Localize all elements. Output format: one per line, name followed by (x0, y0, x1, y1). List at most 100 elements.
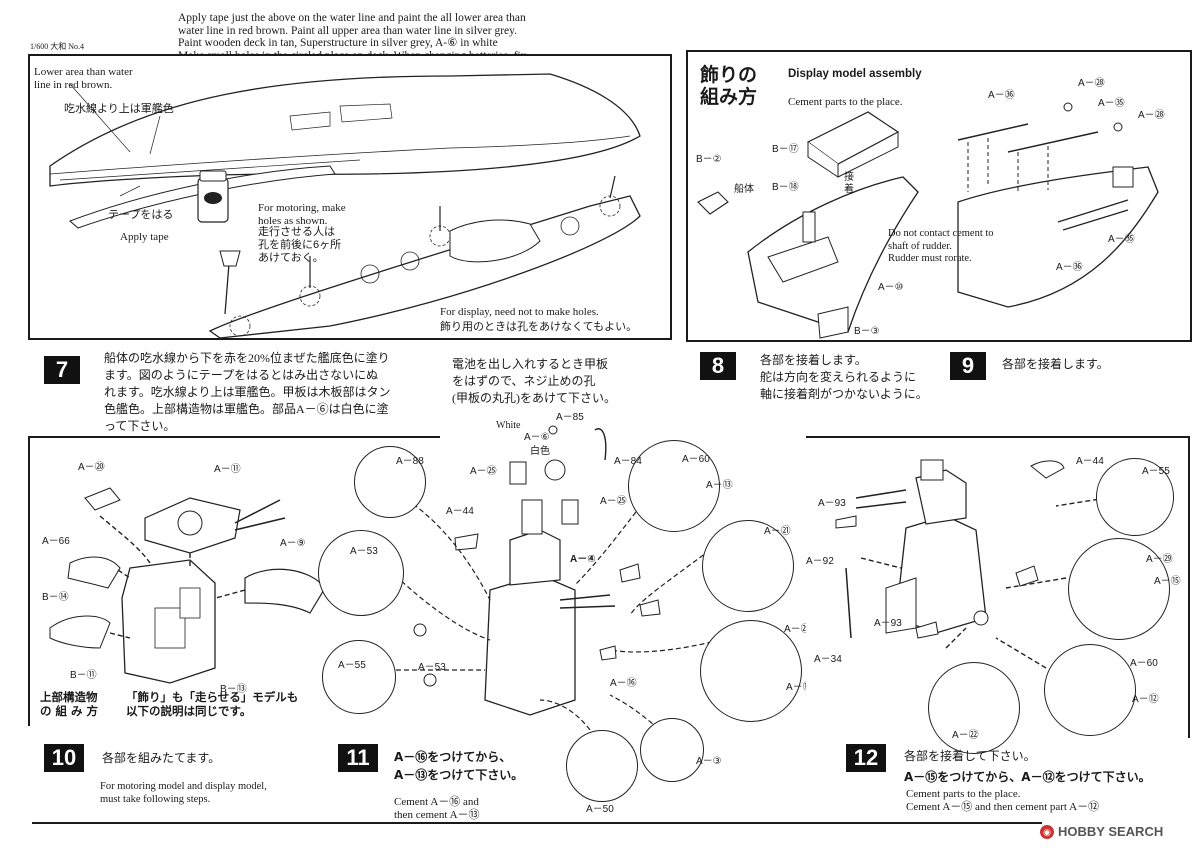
jp-display-note: 飾り用のときは孔をあけなくてもよい。 (440, 321, 638, 333)
label-white-jp: 白色 (530, 446, 550, 457)
painting-panel: Lower area than water line in red brown.… (28, 54, 672, 340)
step-11-badge: 11 (338, 744, 378, 772)
detail-circle-a88 (354, 446, 426, 518)
label-a85: A－85 (556, 412, 584, 423)
label-a4: A－④ (570, 554, 596, 565)
label-a34: A－34 (814, 654, 842, 665)
step-10-text: 各部を組みたてます。 (102, 751, 221, 765)
jp-motoring-note: 走行させる人は 孔を前後に6ヶ所 あけておく。 (258, 226, 342, 264)
label-a35-top: A－㉟ (1098, 98, 1125, 109)
watermark-text: HOBBY SEARCH (1058, 824, 1164, 839)
label-a15: A－⑮ (1154, 576, 1181, 587)
step-11-text: A－⑯をつけてから、 A－⑬をつけて下さい。 (394, 750, 524, 782)
detail-circle-a3 (640, 718, 704, 782)
step-9-badge: 9 (950, 352, 986, 380)
label-a60-r: A－60 (1130, 658, 1158, 669)
superstructure-jp-note: 「飾り」も「走らせる」モデルも 以下の説明は同じです。 (126, 690, 299, 718)
label-a50: A－50 (586, 804, 614, 815)
display-title-jp: 飾りの 組み方 (700, 64, 758, 108)
label-a20: A－⑳ (78, 462, 105, 473)
label-a3: A－③ (696, 756, 722, 767)
display-note: For display, need not to make holes. (440, 306, 599, 318)
label-b13: B－⑬ (220, 684, 247, 695)
step-12-bold: A－⑮をつけてから、A－⑫をつけて下さい。 (904, 770, 1151, 784)
watermark-logo-icon: ◉ (1040, 824, 1054, 839)
hull-illustration (49, 73, 641, 338)
lower-area-label: Lower area than water line in red brown. (34, 66, 133, 91)
label-a93-top: A－93 (818, 498, 846, 509)
label-a66: A－66 (42, 536, 70, 547)
superstructure-illustration (49, 487, 326, 684)
step-12-en: Cement parts to the place. Cement A－⑮ an… (906, 788, 1100, 813)
bridge-illustration (380, 425, 721, 730)
step-7-text: 船体の吃水線から下を赤を20%位まぜた艦底色に塗り ます。図のようにテープをはる… (104, 351, 391, 433)
detail-circle-a29 (700, 620, 802, 722)
superstructure-jp-title: 上部構造物 の 組 み 方 (40, 690, 99, 718)
label-a22: A－㉒ (952, 730, 979, 741)
detail-circle-a29-r (1068, 538, 1170, 640)
label-a28-right: A－㉘ (1138, 110, 1165, 121)
label-a55-r: A－55 (1142, 466, 1170, 477)
label-a55: A－55 (338, 660, 366, 671)
label-b18: B－⑱ (772, 182, 799, 193)
step-12-badge: 12 (846, 744, 886, 772)
label-a21: A－㉑ (764, 526, 791, 537)
label-a36-bottom: A－㊱ (1056, 262, 1083, 273)
label-a25-left: A－㉕ (470, 466, 497, 477)
detail-circle-a50 (566, 730, 638, 802)
label-a53-top: A－53 (350, 546, 378, 557)
tower-panel-12: A－44 A－55 A－93 A－92 A－㉙ A－⑮ A－93 A－34 A－… (806, 436, 1190, 754)
step-11-en: Cement A－⑯ and then cement A－⑬ (394, 796, 480, 821)
watermark: ◉ HOBBY SEARCH (1040, 824, 1163, 839)
bottom-rule (32, 822, 1042, 824)
step-10-badge: 10 (44, 744, 84, 772)
label-b17: B－⑰ (772, 144, 799, 155)
bridge-assembly-11: A－88 A－85 White A－⑥ 白色 A－㉕ A－84 A－44 A－㉕… (310, 400, 813, 815)
label-a29: A－㉙ (784, 624, 811, 635)
detail-circle-a60 (628, 440, 720, 532)
detail-circle-a55-r (1096, 458, 1174, 536)
label-a10: A－⑩ (878, 282, 904, 293)
rudder-note: Do not contact cement to shaft of rudder… (888, 228, 994, 264)
display-subtitle: Cement parts to the place. (788, 96, 903, 108)
step-8-text: 各部を接着します。 舵は方向を変えられるように 軸に接着剤がつかないように。 (760, 353, 928, 401)
label-a25-right: A－㉕ (600, 496, 627, 507)
apply-tape-label: Apply tape (120, 231, 169, 243)
jp-upper-label: 吃水線より上は軍艦色 (64, 103, 174, 115)
label-b2: B－② (696, 154, 722, 165)
jp-tape-label: テープをはる (108, 209, 174, 221)
motoring-note: For motoring, make holes as shown. (258, 202, 346, 227)
display-title: Display model assembly (788, 68, 922, 80)
label-a12: A－⑫ (1132, 694, 1159, 705)
label-a44-r: A－44 (1076, 456, 1104, 467)
step-10-en: For motoring model and display model, mu… (100, 781, 267, 805)
tower-illustration (835, 459, 1107, 669)
detail-circle-a53 (318, 530, 404, 616)
label-a84: A－84 (614, 456, 642, 467)
label-bond-jp: 接 着 (844, 172, 854, 195)
label-white: White (496, 420, 521, 431)
label-a6: A－⑥ (524, 432, 550, 443)
detail-circle-a60-r (1044, 644, 1136, 736)
label-a28-top: A－㉘ (1078, 78, 1105, 89)
step-7-badge: 7 (44, 356, 80, 384)
label-a88: A－88 (396, 456, 424, 467)
display-assembly-illustration (697, 102, 1159, 339)
label-b11: B－⑪ (70, 670, 97, 681)
label-b3: B－③ (854, 326, 880, 337)
label-a92: A－92 (806, 556, 834, 567)
detail-circle-a21 (702, 520, 794, 612)
label-a53-bottom: A－53 (418, 662, 446, 673)
step-8-badge: 8 (700, 352, 736, 380)
step-12-text: 各部を接着して下さい。 (904, 749, 1036, 763)
label-a35-bottom: A－㉟ (1108, 234, 1135, 245)
label-a44: A－44 (446, 506, 474, 517)
label-a93-bottom: A－93 (874, 618, 902, 629)
label-a36-top: A－㊱ (988, 90, 1015, 101)
label-b14: B－⑭ (42, 592, 69, 603)
step-7-battery: 電池を出し入れするとき甲板 をはずので、ネジ止めの孔 (甲板の丸孔)をあけて下さ… (452, 357, 616, 405)
label-a60: A－60 (682, 454, 710, 465)
scale-label: 1/600 大和 No.4 (30, 42, 84, 51)
detail-circle-a55 (322, 640, 396, 714)
label-a16-center: A－⑯ (610, 678, 637, 689)
